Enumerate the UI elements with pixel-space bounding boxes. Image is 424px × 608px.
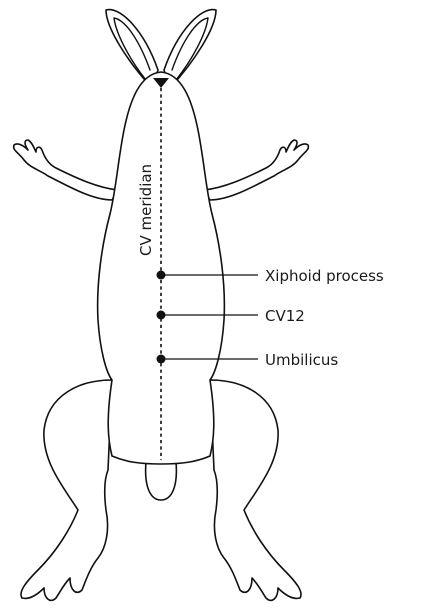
left-forelimb [14, 140, 118, 200]
right-hindlimb [210, 380, 301, 600]
umbilicus-label: Umbilicus [265, 351, 338, 369]
umbilicus-marker [157, 355, 166, 364]
left-hindlimb [21, 380, 112, 600]
cv12-marker [157, 311, 166, 320]
xiphoid-marker [157, 271, 166, 280]
tail-base [146, 462, 177, 500]
meridian-label: CV meridian [137, 164, 155, 256]
xiphoid-label: Xiphoid process [265, 267, 384, 285]
cv12-label: CV12 [265, 307, 305, 325]
right-forelimb [204, 140, 308, 200]
